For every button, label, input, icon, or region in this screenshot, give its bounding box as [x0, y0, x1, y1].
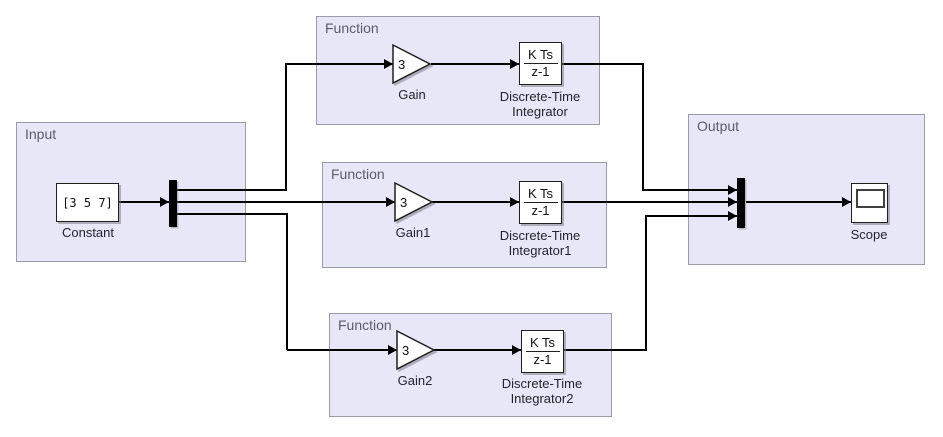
wire-demux-out3-h[interactable] — [177, 213, 288, 215]
gain2-block[interactable]: 3 — [396, 330, 438, 372]
integrator-block[interactable]: K Ts z-1 — [519, 42, 562, 85]
scope-label: Scope — [850, 227, 888, 242]
integrator1-denominator: z-1 — [523, 202, 558, 219]
scope-screen-icon — [856, 189, 885, 208]
gain-label: Gain — [398, 87, 426, 102]
arrowhead-icon — [388, 345, 397, 355]
constant-label: Constant — [61, 225, 115, 240]
wire-integrator-out-drop[interactable] — [642, 63, 644, 191]
gain-block[interactable]: 3 — [392, 44, 434, 86]
integrator1-numerator: K Ts — [527, 186, 554, 201]
integrator2-label: Discrete-Time Integrator2 — [501, 376, 583, 406]
gain2-label: Gain2 — [397, 373, 433, 388]
area-function-bottom-label: Function — [338, 317, 392, 333]
wire-demux-out1-to-gain[interactable] — [286, 63, 393, 65]
arrowhead-icon — [384, 59, 393, 69]
integrator1-label: Discrete-Time Integrator1 — [499, 228, 581, 258]
wire-gain-to-integrator[interactable] — [431, 63, 519, 65]
area-function-top-label: Function — [325, 20, 379, 36]
wire-integrator1-to-mux-in2[interactable] — [562, 201, 737, 203]
demux-bar-icon[interactable] — [169, 180, 177, 227]
wire-demux-out3-riser[interactable] — [286, 214, 288, 350]
area-input-label: Input — [25, 126, 57, 142]
wire-demux-out1-riser[interactable] — [285, 63, 287, 191]
integrator2-block[interactable]: K Ts z-1 — [521, 330, 564, 373]
integrator-denominator: z-1 — [523, 63, 558, 80]
gain1-label: Gain1 — [395, 225, 431, 240]
arrowhead-icon — [728, 185, 737, 195]
arrowhead-icon — [386, 197, 395, 207]
wire-to-mux-in3[interactable] — [646, 215, 737, 217]
integrator-numerator: K Ts — [527, 47, 554, 62]
arrowhead-icon — [510, 59, 519, 69]
area-function-middle-label: Function — [331, 166, 385, 182]
arrowhead-icon — [512, 345, 521, 355]
arrowhead-icon — [728, 211, 737, 221]
integrator1-block[interactable]: K Ts z-1 — [519, 181, 562, 224]
gain-triangle-icon — [394, 182, 434, 223]
scope-block[interactable] — [851, 183, 888, 223]
wire-demux-out1-h[interactable] — [177, 189, 287, 191]
integrator2-denominator: z-1 — [525, 351, 560, 368]
wire-mux-to-scope[interactable] — [746, 201, 851, 203]
arrowhead-icon — [842, 197, 851, 207]
gain-value: 3 — [398, 57, 405, 72]
area-input[interactable]: Input — [16, 122, 246, 262]
wire-gain1-to-integrator1[interactable] — [432, 201, 519, 203]
area-function-bottom[interactable]: Function — [329, 313, 612, 417]
gain-triangle-icon — [392, 44, 432, 85]
wire-demux-out3-to-gain2[interactable] — [287, 349, 397, 351]
integrator2-numerator: K Ts — [529, 335, 556, 350]
arrowhead-icon — [510, 197, 519, 207]
wire-constant-to-demux[interactable] — [119, 201, 169, 203]
arrowhead-icon — [160, 197, 169, 207]
gain2-value: 3 — [402, 343, 409, 358]
wire-gain2-to-integrator2[interactable] — [433, 349, 521, 351]
wire-to-mux-in1[interactable] — [643, 189, 737, 191]
constant-value: [3 5 7] — [62, 195, 113, 210]
wire-integrator2-out-riser[interactable] — [645, 215, 647, 351]
mux-bar-icon[interactable] — [737, 178, 745, 228]
wire-demux-out2-to-gain1[interactable] — [177, 201, 395, 203]
integrator-label: Discrete-Time Integrator — [499, 89, 581, 119]
wire-integrator-out-h[interactable] — [562, 63, 644, 65]
wire-integrator2-out-h[interactable] — [564, 349, 646, 351]
constant-block[interactable]: [3 5 7] — [56, 183, 119, 222]
arrowhead-icon — [728, 197, 737, 207]
gain1-value: 3 — [400, 195, 407, 210]
gain1-block[interactable]: 3 — [394, 182, 436, 224]
gain-triangle-icon — [396, 330, 436, 371]
area-output-label: Output — [697, 118, 740, 134]
